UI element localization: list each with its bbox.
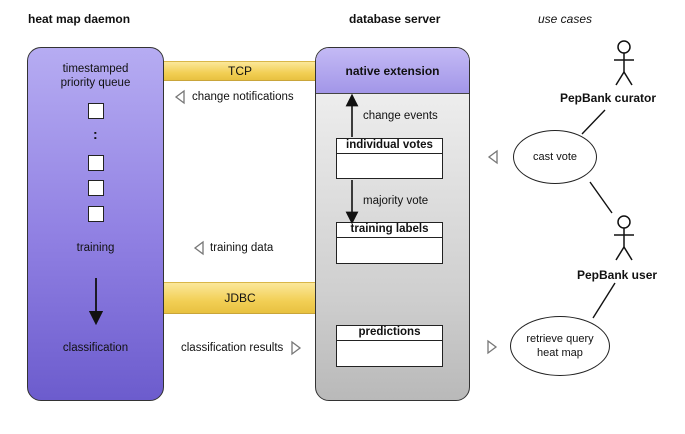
cast-vote-triangle	[487, 149, 498, 165]
retrieve-heat-map-label: retrieve query heat map	[526, 333, 594, 359]
curator-stick-figure	[614, 40, 634, 86]
user-cast-vote-association-line	[589, 181, 613, 214]
jdbc-connector: JDBC	[160, 282, 320, 314]
tcp-connector: TCP	[160, 61, 320, 81]
predictions-table: predictions	[336, 325, 443, 367]
tcp-label: TCP	[228, 64, 252, 78]
change-events-label: change events	[363, 110, 438, 122]
queue-slot	[88, 103, 104, 119]
queue-slot	[88, 155, 104, 171]
individual-votes-table: individual votes	[336, 138, 443, 179]
native-extension: native extension	[316, 48, 469, 94]
queue-label: timestamped priority queue	[60, 63, 131, 89]
user-stick-figure	[614, 215, 634, 261]
curator-association-line	[581, 109, 606, 135]
training-data-label: training data	[210, 242, 274, 254]
cast-vote-label: cast vote	[532, 151, 578, 163]
training-data-triangle	[193, 240, 204, 256]
jdbc-label: JDBC	[224, 291, 256, 305]
classification-label: classification	[62, 342, 129, 354]
use-cases-header: use cases	[538, 12, 593, 26]
classification-results-triangle	[291, 340, 302, 356]
change-notifications-label: change notifications	[192, 91, 294, 103]
daemon-header: heat map daemon	[28, 12, 131, 26]
predictions-title: predictions	[337, 326, 442, 341]
queue-ellipsis: :	[93, 126, 98, 142]
user-retrieve-association-line	[592, 282, 616, 319]
curator-actor-label: PepBank curator	[560, 91, 657, 105]
queue-slot	[88, 206, 104, 222]
classification-results-label: classification results	[181, 342, 284, 354]
retrieve-triangle	[487, 339, 498, 355]
retrieve-heat-map-use-case: retrieve query heat map	[510, 316, 610, 376]
training-label: training	[76, 242, 115, 254]
queue-slot	[88, 180, 104, 196]
change-notifications-triangle	[174, 89, 185, 105]
majority-vote-label: majority vote	[363, 195, 429, 207]
db-header: database server	[349, 12, 441, 26]
cast-vote-use-case: cast vote	[513, 130, 597, 184]
individual-votes-title: individual votes	[337, 139, 442, 154]
training-labels-title: training labels	[337, 223, 442, 238]
user-actor-label: PepBank user	[577, 268, 658, 282]
training-labels-table: training labels	[336, 222, 443, 264]
